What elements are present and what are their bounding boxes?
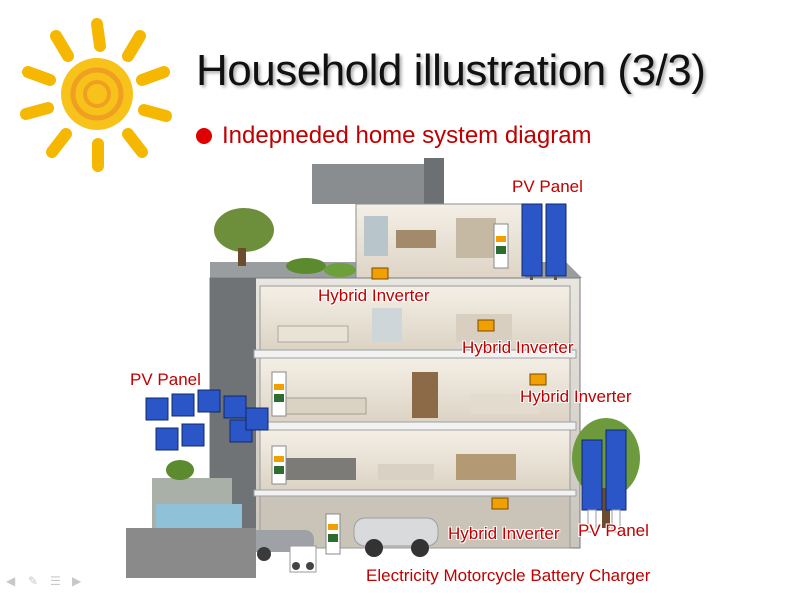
page-title: Household illustration (3/3) [196, 46, 706, 95]
hybrid-inverter-icons [371, 267, 547, 510]
prev-arrow-icon[interactable]: ◀ [6, 574, 16, 588]
label-hybrid-inverter-4: Hybrid Inverter [448, 524, 560, 543]
pv-panel-top [521, 203, 567, 280]
label-pv-panel-bottom: PV Panel [578, 521, 649, 540]
label-hybrid-inverter-1: Hybrid Inverter [318, 286, 430, 305]
next-arrow-icon[interactable]: ▶ [72, 574, 82, 588]
sun-icon [20, 18, 172, 172]
label-pv-panel-top: PV Panel [512, 177, 583, 196]
house-illustration [126, 158, 640, 578]
label-hybrid-inverter-3: Hybrid Inverter [520, 387, 632, 406]
charger-units [271, 223, 509, 555]
slide-nav: ◀ ✎ ☰ ▶ [6, 575, 86, 587]
label-pv-panel-left: PV Panel [130, 370, 201, 389]
bullet-dot-icon [196, 128, 212, 144]
menu-icon[interactable]: ☰ [50, 574, 61, 588]
bullet-item: Indepneded home system diagram [196, 122, 592, 150]
label-charger: Electricity Motorcycle Battery Charger [366, 566, 651, 585]
pen-icon[interactable]: ✎ [28, 574, 39, 588]
pv-panel-left [145, 389, 269, 451]
pv-panel-bottom [581, 429, 627, 533]
bullet-text: Indepneded home system diagram [222, 122, 592, 149]
label-hybrid-inverter-2: Hybrid Inverter [462, 338, 574, 357]
